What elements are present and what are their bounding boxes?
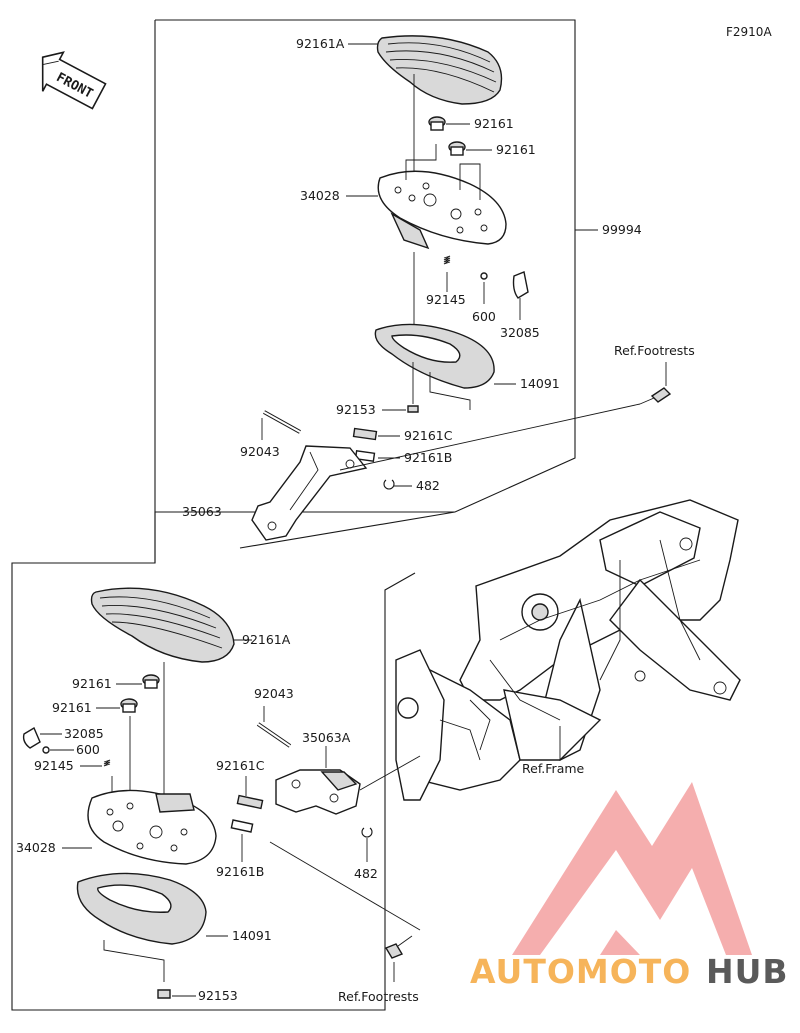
upper-spacer-b-label: 92161B: [404, 450, 452, 465]
front-arrow-icon: FRONT: [41, 51, 107, 110]
lower-screw-label: 92153: [198, 988, 238, 1003]
lower-pin: [256, 722, 292, 748]
lower-bracket-label: 34028: [16, 840, 56, 855]
upper-ref-footrests: Ref.Footrests: [614, 343, 695, 358]
upper-bottom-border: [239, 511, 456, 549]
lower-damper-1-label: 92161: [72, 676, 112, 691]
lower-spring-label: 92145: [34, 758, 74, 773]
lower-bracket: [87, 789, 217, 865]
upper-spring-label: 92145: [426, 292, 466, 307]
lower-plate: [22, 726, 41, 749]
upper-spacer-c: [352, 427, 378, 441]
upper-assembly-label: 99994: [602, 222, 642, 237]
lower-spacer-b-label: 92161B: [216, 864, 264, 879]
lower-damper-2: [120, 698, 138, 713]
lower-spacer-c: [236, 794, 264, 810]
upper-damper-2-label: 92161: [496, 142, 536, 157]
lower-cover: [76, 872, 207, 945]
upper-plate-label: 32085: [500, 325, 540, 340]
upper-clip: [383, 479, 395, 490]
upper-bracket: [377, 170, 507, 250]
watermark-text-left: AUTOMOTO: [470, 952, 691, 991]
upper-cover-label: 14091: [520, 376, 560, 391]
upper-ref-bolt: [639, 387, 672, 405]
lower-screw: [157, 989, 171, 999]
upper-board-label: 92161A: [296, 36, 345, 51]
lower-board-label: 92161A: [242, 632, 291, 647]
lower-plate-label: 32085: [64, 726, 104, 741]
lower-ball: [42, 746, 50, 754]
lower-damper-2-label: 92161: [52, 700, 92, 715]
upper-cover: [374, 323, 495, 389]
lower-ref-footrests: Ref.Footrests: [338, 989, 419, 1004]
lower-stay: [275, 769, 361, 815]
upper-damper-1-label: 92161: [474, 116, 514, 131]
upper-footboard-pad: [376, 35, 503, 105]
lower-right-border: [384, 572, 416, 940]
frame-body: [395, 499, 741, 801]
upper-ball-label: 600: [472, 309, 496, 324]
lower-cover-label: 14091: [232, 928, 272, 943]
upper-screw-label: 92153: [336, 402, 376, 417]
lower-spacer-b: [230, 819, 254, 833]
lower-ball-label: 600: [76, 742, 100, 757]
frame-ref-label: Ref.Frame: [522, 761, 585, 776]
upper-bracket-label: 34028: [300, 188, 340, 203]
lower-spacer-c-label: 92161C: [216, 758, 265, 773]
lower-clip-label: 482: [354, 866, 378, 881]
lower-pin-label: 92043: [254, 686, 294, 701]
lower-clip: [361, 827, 373, 838]
upper-pin: [263, 410, 301, 434]
upper-pin-label: 92043: [240, 444, 280, 459]
lower-stay-label: 35063A: [302, 730, 351, 745]
lower-spring: [103, 759, 111, 767]
watermark-logo: [512, 782, 752, 955]
lower-footboard-pad: [90, 587, 235, 663]
upper-spring: [443, 255, 451, 265]
upper-stay: [251, 445, 368, 541]
upper-plate: [512, 271, 529, 299]
upper-spacer-c-label: 92161C: [404, 428, 453, 443]
lower-ref-bolt: [384, 935, 413, 959]
lower-damper-1: [142, 674, 160, 689]
figure-code: F2910A: [726, 25, 772, 39]
upper-damper-2: [448, 141, 466, 156]
upper-ball: [480, 272, 488, 280]
upper-clip-label: 482: [416, 478, 440, 493]
upper-damper-1: [428, 116, 446, 131]
upper-screw: [407, 405, 419, 413]
watermark-text-right: HUB: [706, 952, 789, 991]
upper-stay-label: 35063: [182, 504, 222, 519]
lower-border: [12, 940, 386, 1011]
